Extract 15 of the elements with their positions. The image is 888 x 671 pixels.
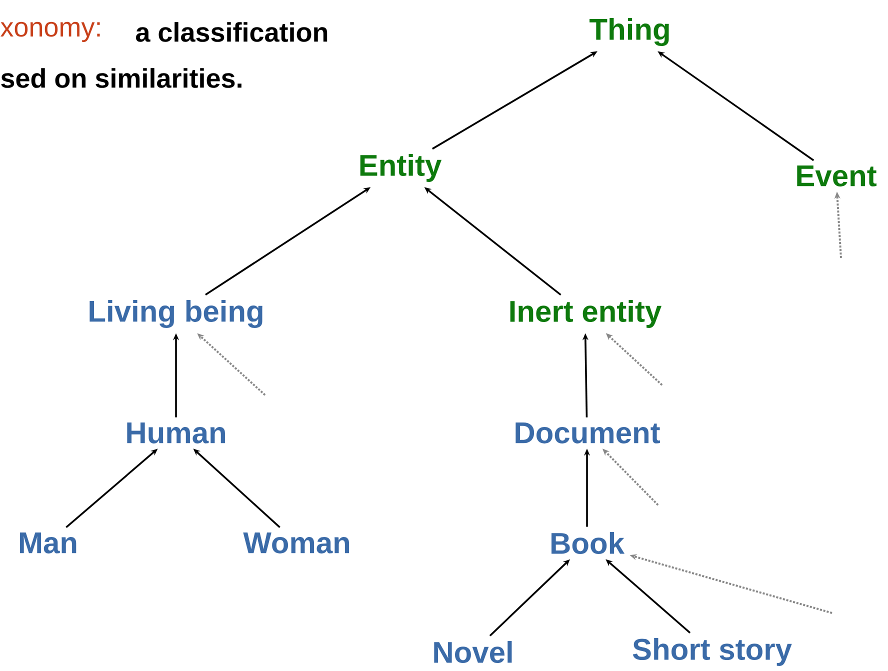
category-label: Event [797, 166, 876, 186]
heading-text: a classification [136, 22, 328, 42]
category-label: Novel [434, 640, 512, 664]
category-label: Inert entity [510, 300, 662, 328]
category-label: Living being [90, 300, 262, 328]
category-label: Entity [360, 154, 442, 182]
heading-text: sed on similarities. [1, 68, 242, 88]
category-label: Man [20, 532, 76, 554]
heading-text: xonomy: [0, 22, 100, 42]
category-label: Document [516, 422, 660, 444]
category-label: Human [127, 422, 225, 444]
category-label: Short story [632, 638, 792, 666]
category-label: Book [552, 532, 625, 554]
category-label: Thing [590, 18, 669, 46]
category-label: Woman [243, 532, 350, 554]
